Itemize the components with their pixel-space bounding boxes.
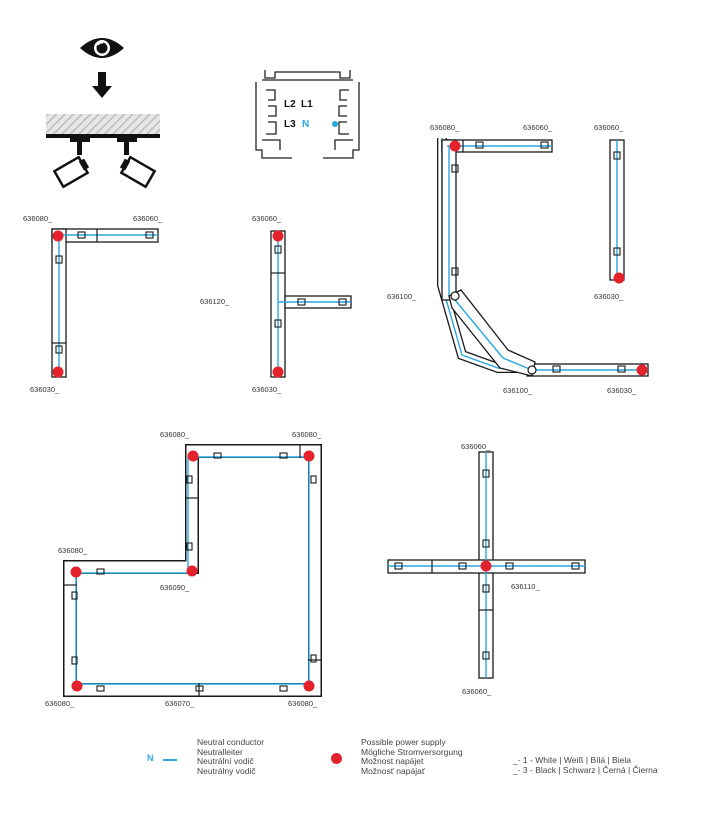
svg-text:636080_: 636080_ bbox=[288, 699, 318, 708]
power-supply-dot bbox=[331, 753, 342, 764]
legend-power-de: Mögliche Stromversorgung bbox=[361, 746, 463, 757]
legend-neutral: Neutral conductor Neutralleiter Neutráln… bbox=[197, 737, 265, 776]
svg-text:636120_: 636120_ bbox=[200, 297, 230, 306]
legend-color-white: _- 1 - White | Weiß | Bílá | Biela bbox=[513, 755, 631, 765]
svg-text:636080_: 636080_ bbox=[430, 123, 460, 132]
legend-neutral-sk: Neutrálny vodič bbox=[197, 765, 256, 776]
svg-text:636110_: 636110_ bbox=[511, 582, 540, 591]
svg-text:636100_: 636100_ bbox=[387, 292, 417, 301]
svg-text:636100_: 636100_ bbox=[503, 386, 533, 395]
phase-n: N bbox=[302, 119, 309, 130]
phase-l1: L1 bbox=[301, 99, 313, 110]
legend-power-cz: Možnost napájet bbox=[361, 756, 424, 767]
svg-text:636060_: 636060_ bbox=[462, 687, 492, 696]
svg-text:636060_: 636060_ bbox=[461, 442, 491, 451]
svg-text:636080_: 636080_ bbox=[292, 430, 322, 439]
svg-text:636070_: 636070_ bbox=[165, 699, 195, 708]
phase-l3: L3 bbox=[284, 119, 296, 130]
product-codes: 636080_ 636060_ 636060_ 636100_ 636030_ … bbox=[23, 123, 637, 708]
arrow-down-icon bbox=[92, 72, 112, 98]
legend-power-sk: Možnosť napájať bbox=[361, 765, 426, 776]
legend-neutral-de: Neutralleiter bbox=[197, 746, 243, 757]
neutral-line-sample bbox=[163, 759, 177, 761]
svg-text:636030_: 636030_ bbox=[594, 292, 624, 301]
legend-neutral-cz: Neutrální vodič bbox=[197, 756, 254, 767]
legend-power-en: Possible power supply bbox=[361, 737, 446, 747]
svg-text:636060_: 636060_ bbox=[252, 214, 282, 223]
eye-icon bbox=[80, 38, 124, 58]
ceiling-mount-illustration bbox=[46, 114, 160, 189]
svg-text:636080_: 636080_ bbox=[160, 430, 190, 439]
track-profile bbox=[255, 70, 360, 159]
svg-text:636030_: 636030_ bbox=[252, 385, 282, 394]
phase-l2: L2 bbox=[284, 99, 296, 110]
connector-marks bbox=[55, 141, 626, 692]
legend-color-black: _- 3 - Black | Schwarz | Černá | Čierna bbox=[513, 764, 658, 775]
svg-text:636060_: 636060_ bbox=[594, 123, 624, 132]
legend-neutral-en: Neutral conductor bbox=[197, 737, 265, 747]
legend-wire-colors: _- 1 - White | Weiß | Bílá | Biela _- 3 … bbox=[513, 755, 658, 775]
svg-text:636060_: 636060_ bbox=[133, 214, 163, 223]
neutral-terminal-dot bbox=[332, 121, 338, 127]
svg-text:636080_: 636080_ bbox=[58, 546, 88, 555]
power-supply-points bbox=[52, 140, 648, 692]
svg-text:636030_: 636030_ bbox=[30, 385, 60, 394]
svg-text:636060_: 636060_ bbox=[523, 123, 553, 132]
svg-text:636030_: 636030_ bbox=[607, 386, 637, 395]
svg-text:636080_: 636080_ bbox=[23, 214, 53, 223]
svg-text:636080_: 636080_ bbox=[45, 699, 75, 708]
neutral-symbol: N bbox=[147, 753, 154, 763]
legend-power: Possible power supply Mögliche Stromvers… bbox=[361, 737, 463, 776]
svg-text:636090_: 636090_ bbox=[160, 583, 190, 592]
